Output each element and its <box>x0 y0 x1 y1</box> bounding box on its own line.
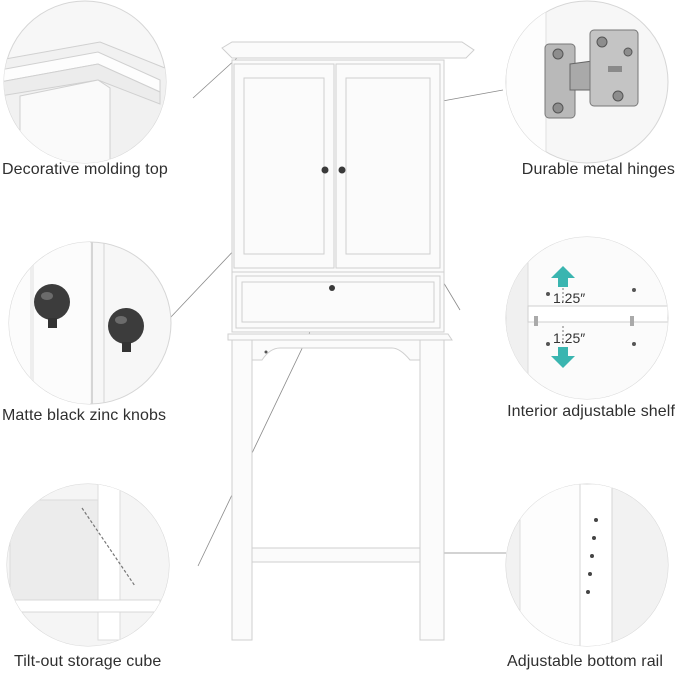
right-door <box>335 63 441 269</box>
drawer-front <box>235 275 441 329</box>
arrow-down-icon <box>551 347 575 368</box>
left-door <box>233 63 335 269</box>
label-molding-top: Decorative molding top <box>2 161 168 178</box>
hinge-detail-circle <box>505 0 669 164</box>
upper-measure: 1.25″ <box>553 290 585 306</box>
right-leg <box>419 339 445 641</box>
label-adjustable-shelf: Interior adjustable shelf <box>507 403 675 420</box>
label-storage-cube: Tilt-out storage cube <box>14 653 162 670</box>
label-bottom-rail: Adjustable bottom rail <box>506 653 663 670</box>
label-metal-hinges: Durable metal hinges <box>521 161 675 178</box>
lower-measure: 1.25″ <box>553 330 585 346</box>
bottom-rail <box>251 547 421 563</box>
apron <box>251 339 421 361</box>
shelf-detail-circle: 1.25″ 1.25″ <box>505 236 669 400</box>
chain-icon <box>81 507 136 587</box>
arrow-up-icon <box>551 266 575 287</box>
crown-molding <box>221 41 475 59</box>
cabinet <box>221 41 475 641</box>
rail-detail-circle <box>505 483 669 647</box>
label-zinc-knobs: Matte black zinc knobs <box>2 407 167 424</box>
knob-detail-circle <box>8 241 172 405</box>
knob-icon <box>34 284 70 320</box>
leader-line-hinges <box>436 89 504 103</box>
door-knob-left <box>321 166 329 174</box>
drawer-knob <box>329 285 335 291</box>
cube-detail-circle <box>6 483 170 647</box>
door-knob-right <box>338 166 346 174</box>
left-leg <box>231 339 253 641</box>
base-shelf <box>227 333 453 341</box>
